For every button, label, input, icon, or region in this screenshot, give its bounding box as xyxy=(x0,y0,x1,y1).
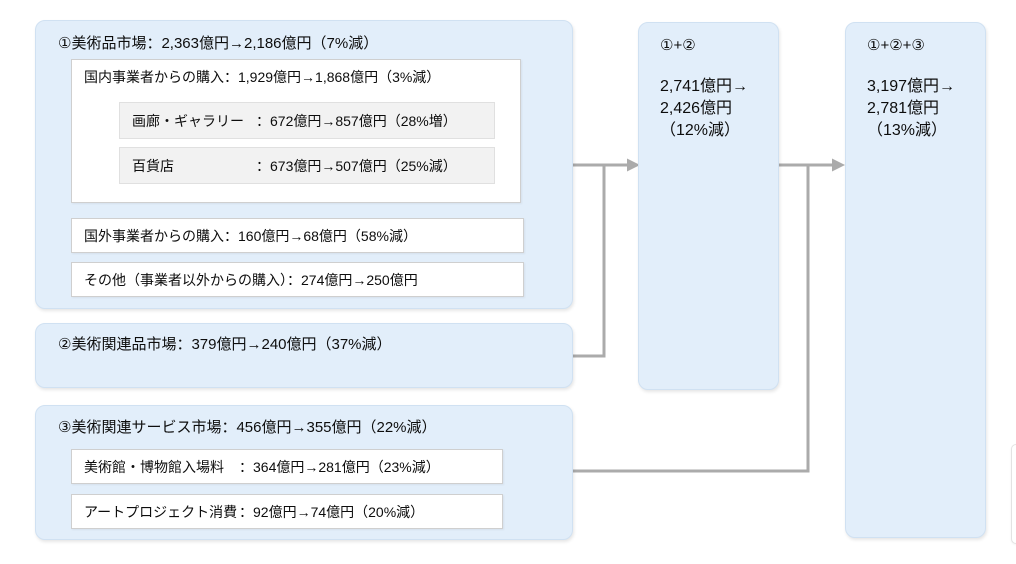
related-goods-box: ②美術関連品市場：379億円→240億円（37%減） xyxy=(35,323,573,388)
sum-1-2-line-before: 2,741億円→ xyxy=(660,78,749,95)
arrowhead-sum123 xyxy=(832,158,845,172)
sum-1-2-3-label: ①+②+③ xyxy=(867,37,925,54)
clipped-box-right-edge xyxy=(1011,444,1016,544)
sum-1-2-line-after: 2,426億円 xyxy=(660,100,733,117)
gallery-value: ：672億円→857億円（28%増） xyxy=(256,112,457,129)
sum-1-2-3-values: 3,197億円→ 2,781億円 （13%減） xyxy=(867,76,979,142)
sum-1-2-3-line-change: （13%減） xyxy=(867,122,948,139)
sum-1-2-label: ①+② xyxy=(660,37,696,54)
related-services-title: ③美術関連サービス市場：456億円→355億円（22%減） xyxy=(58,419,437,436)
sum-1-2-line-change: （12%減） xyxy=(660,122,741,139)
foreign-purchase-text: 国外事業者からの購入：160億円→68億円（58%減） xyxy=(84,227,417,244)
gallery-row: 画廊・ギャラリー ：672億円→857億円（28%増） xyxy=(119,102,495,139)
related-goods-title: ②美術関連品市場：379億円→240億円（37%減） xyxy=(58,336,392,353)
department-store-label: 百貨店 xyxy=(132,157,174,174)
art-project-label: アートプロジェクト消費 xyxy=(84,503,238,520)
department-store-row: 百貨店 ：673億円→507億円（25%減） xyxy=(119,147,495,184)
museum-admission-row: 美術館・博物館入場料 ：364億円→281億円（23%減） xyxy=(71,449,503,484)
museum-admission-label: 美術館・博物館入場料 xyxy=(84,458,224,475)
other-purchase-box: その他（事業者以外からの購入）：274億円→250億円 xyxy=(71,262,524,297)
sum-1-2-box: ①+② 2,741億円→ 2,426億円 （12%減） xyxy=(638,22,779,390)
art-project-value: ：92億円→74億円（20%減） xyxy=(239,503,425,520)
sum-1-2-3-box: ①+②+③ 3,197億円→ 2,781億円 （13%減） xyxy=(845,22,986,538)
art-market-box: ①美術品市場：2,363億円→2,186億円（7%減） 国内事業者からの購入：1… xyxy=(35,20,573,309)
department-store-value: ：673億円→507億円（25%減） xyxy=(256,157,457,174)
art-project-row: アートプロジェクト消費：92億円→74億円（20%減） xyxy=(71,494,503,529)
related-services-box: ③美術関連サービス市場：456億円→355億円（22%減） 美術館・博物館入場料… xyxy=(35,405,573,540)
domestic-purchase-title: 国内事業者からの購入：1,929億円→1,868億円（3%減） xyxy=(84,69,441,85)
sum-1-2-3-line-before: 3,197億円→ xyxy=(867,78,956,95)
domestic-purchase-box: 国内事業者からの購入：1,929億円→1,868億円（3%減） 画廊・ギャラリー… xyxy=(71,59,521,203)
foreign-purchase-box: 国外事業者からの購入：160億円→68億円（58%減） xyxy=(71,218,524,253)
connector-box2-merge xyxy=(572,163,606,358)
sum-1-2-3-line-after: 2,781億円 xyxy=(867,100,940,117)
museum-admission-value: ：364億円→281億円（23%減） xyxy=(239,458,440,475)
art-market-title: ①美術品市場：2,363億円→2,186億円（7%減） xyxy=(58,35,379,52)
sum-1-2-values: 2,741億円→ 2,426億円 （12%減） xyxy=(660,76,772,142)
other-purchase-text: その他（事業者以外からの購入）：274億円→250億円 xyxy=(84,271,418,288)
gallery-label: 画廊・ギャラリー xyxy=(132,112,244,129)
